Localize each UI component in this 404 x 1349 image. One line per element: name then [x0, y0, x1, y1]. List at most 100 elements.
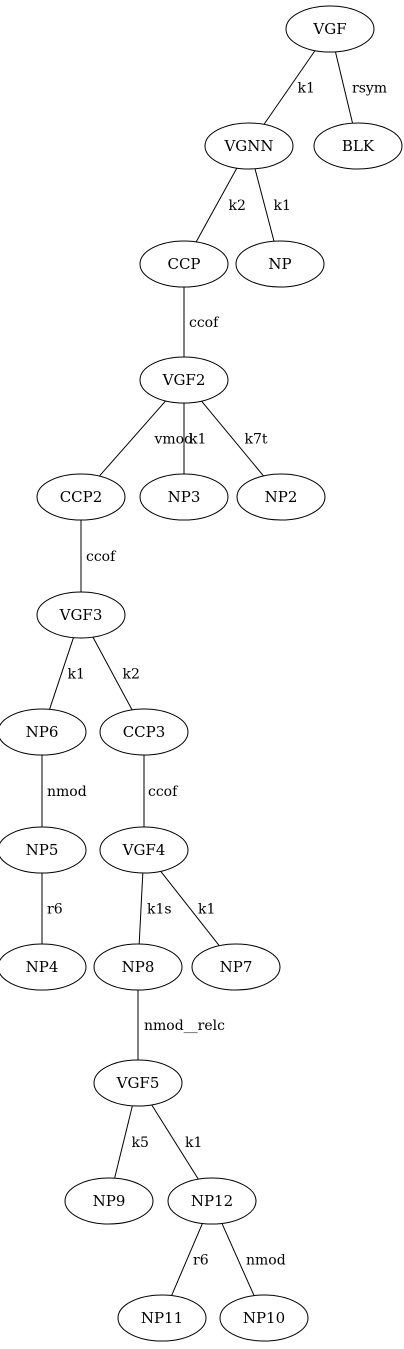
node-label: CCP: [167, 255, 200, 273]
node-vgf3: VGF3: [36, 591, 126, 639]
edge-label: vmod: [154, 432, 194, 448]
node-ellipse: [117, 1294, 207, 1342]
node-blk: BLK: [313, 122, 403, 170]
edge-label: nmod__relc: [144, 1018, 225, 1034]
node-np8: NP8: [93, 943, 183, 991]
edge-line: [201, 400, 264, 477]
edge-label: k1s: [147, 902, 172, 918]
edge-label: k2: [229, 198, 246, 214]
edge-label: k1: [298, 81, 315, 97]
node-label: NP8: [122, 958, 155, 976]
node-np12: NP12: [167, 1177, 257, 1225]
node-ellipse: [139, 240, 229, 288]
node-np9: NP9: [64, 1177, 154, 1225]
node-label: NP: [268, 255, 291, 273]
edge-line: [114, 1105, 133, 1179]
node-vgf4: VGF4: [99, 826, 189, 874]
node-ellipse: [0, 943, 87, 991]
edge-np8-vgf5: nmod__relc: [137, 990, 225, 1060]
node-np5: NP5: [0, 826, 87, 874]
node-np6: NP6: [0, 708, 87, 756]
edge-label: r6: [193, 1253, 209, 1269]
edge-label: k1: [68, 667, 85, 683]
edge-label: rsym: [352, 81, 387, 97]
node-label: NP7: [220, 958, 253, 976]
node-label: VGF: [312, 20, 346, 38]
edge-vgf5-np12: k1: [151, 1104, 202, 1180]
node-label: NP6: [26, 723, 59, 741]
node-ellipse: [285, 5, 375, 53]
node-vgf: VGF: [285, 5, 375, 53]
node-ellipse: [93, 1059, 183, 1107]
node-label: NP5: [26, 841, 59, 859]
node-ellipse: [0, 826, 87, 874]
edge-line: [254, 168, 275, 242]
edge-vgnn-ccp: k2: [195, 167, 246, 243]
node-ellipse: [99, 708, 189, 756]
node-ccp3: CCP3: [99, 708, 189, 756]
node-ellipse: [64, 1177, 154, 1225]
node-np3: NP3: [139, 473, 229, 521]
node-ellipse: [236, 473, 326, 521]
edge-vgf5-np9: k5: [114, 1105, 149, 1179]
node-np4: NP4: [0, 943, 87, 991]
node-label: NP11: [141, 1309, 183, 1327]
node-ellipse: [235, 240, 325, 288]
edge-line: [49, 637, 74, 710]
edge-label: k1: [189, 432, 206, 448]
edge-ccp2-vgf3: ccof: [80, 520, 117, 592]
edge-line: [171, 1223, 203, 1296]
edge-label: ccof: [86, 549, 117, 565]
node-ellipse: [139, 356, 229, 404]
edge-line: [151, 1104, 199, 1180]
edge-label: k1: [274, 198, 291, 214]
node-label: CCP2: [60, 488, 103, 506]
edge-vgf3-ccp3: k2: [92, 636, 140, 711]
edge-label: ccof: [189, 315, 220, 331]
node-vgnn: VGNN: [204, 122, 294, 170]
edge-np5-np4: r6: [41, 873, 63, 944]
edge-line: [334, 51, 354, 124]
edge-vgf4-np8: k1s: [138, 872, 172, 945]
edge-vgf2-ccp2: vmod: [99, 400, 194, 477]
node-ccp: CCP: [139, 240, 229, 288]
edge-label: k1: [198, 902, 215, 918]
node-vgf2: VGF2: [139, 356, 229, 404]
node-ellipse: [139, 473, 229, 521]
edge-line: [99, 400, 166, 477]
node-label: CCP3: [123, 723, 166, 741]
edge-line: [160, 870, 220, 947]
edge-line: [138, 872, 144, 945]
edge-label: nmod: [246, 1253, 286, 1269]
node-ellipse: [191, 943, 281, 991]
edge-np6-np5: nmod: [41, 755, 87, 827]
node-ellipse: [0, 708, 87, 756]
node-ellipse: [219, 1294, 309, 1342]
node-label: NP9: [93, 1192, 126, 1210]
edge-vgnn-np: k1: [254, 168, 291, 242]
node-np2: NP2: [236, 473, 326, 521]
node-np: NP: [235, 240, 325, 288]
node-np7: NP7: [191, 943, 281, 991]
edge-ccp-vgf2: ccof: [183, 287, 220, 357]
node-label: VGF3: [59, 606, 103, 624]
edge-label: nmod: [47, 784, 87, 800]
node-label: VGNN: [223, 137, 273, 155]
node-label: NP2: [265, 488, 298, 506]
edge-label: k1: [185, 1135, 202, 1151]
edge-label: ccof: [148, 784, 179, 800]
edge-label: k5: [132, 1135, 149, 1151]
edge-ccp3-vgf4: ccof: [143, 755, 179, 827]
edge-line: [92, 636, 133, 711]
node-ellipse: [167, 1177, 257, 1225]
node-label: VGF2: [162, 371, 206, 389]
edge-vgf-vgnn: k1: [263, 50, 316, 125]
node-label: NP10: [243, 1309, 285, 1327]
node-ellipse: [99, 826, 189, 874]
edge-vgf2-np3: k1: [183, 403, 206, 474]
node-ccp2: CCP2: [36, 473, 126, 521]
node-label: BLK: [342, 137, 375, 155]
